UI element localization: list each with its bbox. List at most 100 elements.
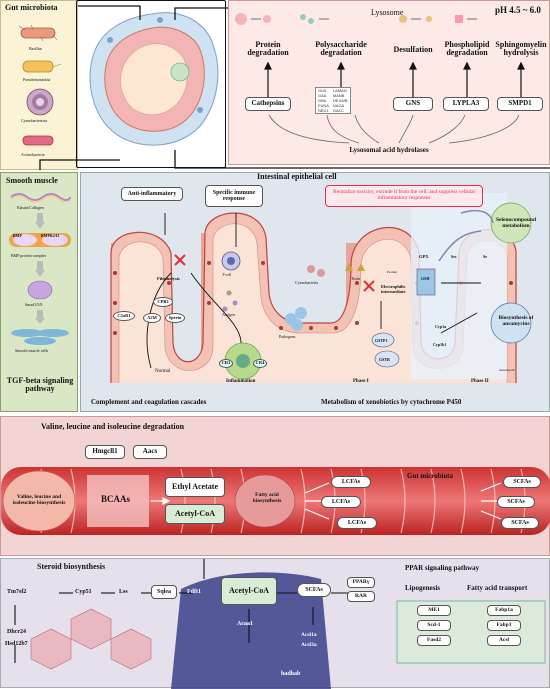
steroid-title: Steroid biosynthesis [37,562,106,571]
label-pathogens: Pathogens [279,334,296,339]
acetyl-coa-box: Acetyl-CoA [165,504,225,524]
ppar-gamma-box: PPARγ [347,577,375,588]
label-cyp1a: Cyp1a [435,324,447,329]
lcfas-2: LCFAs [337,517,377,529]
gene-aacs: Aacs [133,445,167,459]
lysosome-ph: pH 4.5 ~ 6.0 [495,5,541,15]
enzyme-cathepsins: Cathepsins [245,97,291,111]
label-antigen: Antigen [222,312,235,317]
complement-cascade-label: Complement and coagulation cascades [91,398,207,406]
gene-hmgcll1: Hmgcll1 [85,445,125,459]
epithelial-title: Intestinal epithelial cell [257,172,337,181]
lysosome-title: Lysosome [371,8,404,17]
steroid-gene-lss: Lss [119,589,128,595]
smooth-muscle-title: Smooth muscle [6,176,58,185]
enzyme-table-cell: NEU1 [318,108,329,113]
enzyme-table-cell: HEXA/B [332,98,348,103]
label-protein: Protein [387,270,398,274]
label-gstr: GSTR [379,357,390,362]
taxon-label-1: Pseudomonadota [23,77,51,82]
label-sec: Sec [451,254,457,259]
steroid-gene-cyp51: Cyp51 [75,589,92,595]
lcfas-1: LCFAs [321,496,361,508]
enzyme-table-cell: GBA [318,98,327,103]
smooth-muscle-cells-icon [11,329,69,345]
intestine-tube [1,467,550,535]
steroid-gene-sqlea: Sqlea [151,585,177,599]
bmp-complex-icon [9,233,71,247]
elastin-collagen-icon [10,193,71,203]
taxon-label-3: Actinobacteria [21,152,45,157]
smooth-item-3: BMP protein complex [11,253,47,258]
gene-hadhab: hadhab [281,671,301,677]
bcaa-biosynthesis: Valine, leucine and isoleucine biosynthe… [12,494,66,506]
fatty-acid-biosynthesis: Fatty acid biosynthesis [252,492,282,504]
label-gstp1: GSTP1 [375,338,388,343]
enzyme-table-cell: GALC [332,108,344,113]
label-cr4: CR4 [253,359,267,368]
process-phospholipid: Phospholipid degradation [444,40,490,58]
actinobacteria-icon [22,135,54,146]
label-cyanobacteria: Cyanobacteria [295,280,319,285]
label-tcell: T-cell [222,272,232,277]
neutralize-note: Neutralize toxicity, extrude it from the… [325,185,483,207]
villi-tissue [110,193,532,383]
scfas-2: SCFAs [501,517,539,529]
enzyme-table-row: GLB LAMAN [316,88,351,93]
label-toxin: Toxin [351,276,361,281]
process-protein: Protein degradation [247,40,289,58]
smooth-item-4: Smad1/5/8 [25,302,43,307]
bottom-scfas: SCFAs [297,583,331,597]
steroid-gene-tm7sf2: Tm7sf2 [7,589,27,595]
intestine-cross-section [89,12,219,146]
selenocompound-box: Selenocompound metabolism [495,217,537,229]
label-gpx: GPX [419,254,429,259]
lipogenesis-gene-1: Scd-1 [417,620,451,631]
anti-inflammatory-box: Anti-inflammatory [121,187,183,201]
smooth-item-1: BMP [13,233,22,238]
label-electrophilic: Electrophilic intermediate [381,284,406,294]
lipogenesis-gene-0: ME1 [417,605,451,616]
label-a2m: A2M [143,313,161,323]
lysosome-panel: Lysosome pH 4.5 ~ 6.0 Protein degradatio… [228,0,550,165]
bcaa-gut-microbiota: Gut microbiota [407,472,453,480]
enzyme-table-cell: GLB [318,88,327,93]
bcaas-label: BCAAs [101,494,131,504]
down-arrow-icon [35,310,45,324]
enzyme-gns: GNS [393,97,433,111]
label-inflammation: Inflammation [226,379,256,384]
enzyme-table-cell: LAMAN [332,88,347,93]
enzyme-table-cell: FUNA [318,103,329,108]
top-connectors [39,5,550,170]
steroid-gene-dhcr24: Dhcr24 [7,629,26,635]
process-arrows [264,61,525,97]
smooth-item-0: Elastin/Collagen [17,205,44,210]
gut-microbiota-panel: Gut microbiota Bacillus Pseudomonadota C… [0,0,78,170]
enzyme-table-row: GBA HEXA/B [316,98,351,103]
label-fibrinolysis: Fibrinolysis [157,276,180,281]
hydrolase-arrows [268,114,520,144]
fatty-transport-gene-0: Fabp1a [487,605,521,616]
label-normal: Normal [155,369,171,374]
fatty-transport-gene-2: Acsl [487,635,521,646]
label-cpb2: CPB2 [153,297,173,307]
taxon-label-0: Bacillus [29,46,43,51]
rar-box: RAR [347,591,375,602]
smad-icon [27,280,53,300]
bacillus-icon [18,24,58,42]
label-sperin: Sperin [165,313,185,323]
scfas-1: SCFAs [497,496,535,508]
fatty-transport-title: Fatty acid transport [467,584,528,592]
hydrolases-label: Lysosomal acid hydrolases [349,146,429,155]
label-cr3: CR3 [219,359,233,368]
process-polysaccharide: Polysaccharide degradation [315,40,367,58]
label-c5ar1: C5aR1 [113,311,135,321]
specific-immune-box: Specific immune response [205,185,263,207]
xenobiotic-label: Metabolism of xenobiotics by cytochrome … [321,398,462,406]
smooth-item-2: BMPR2/II [41,233,59,238]
gene-acsl1a: Acsl1a [301,632,317,638]
label-phase2: Phase II [471,379,489,384]
lysosome-icon-row [235,13,477,25]
